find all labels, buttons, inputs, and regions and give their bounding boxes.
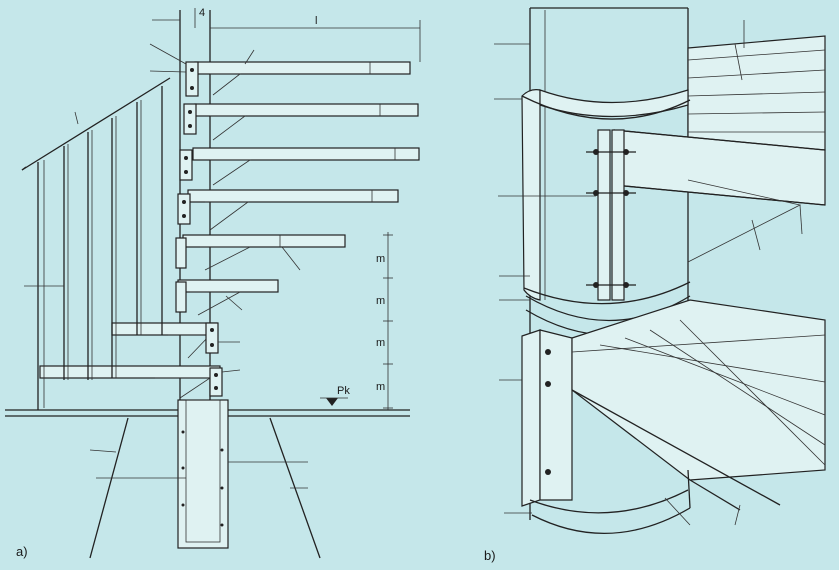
- callout-a-12: 1: [0, 0, 7, 3]
- lower-clamp: [521, 329, 573, 507]
- callout-a-2: 3: [0, 0, 7, 3]
- panel-a-caption: a): [16, 544, 28, 559]
- callout-a-7: 5: [0, 0, 7, 3]
- bottom-ring: [529, 469, 691, 534]
- callout-a-11: 7: [0, 0, 7, 3]
- panel-a-elevation: l 4 m m m m Pk: [0, 0, 421, 559]
- panel-b-detail: 1 10 2 3 5 4 1 2 2 1 2 5 b): [0, 0, 826, 563]
- dimension-m-4: m: [376, 381, 385, 393]
- callout-b-1: 1: [0, 0, 7, 3]
- level-mark: Pk: [320, 385, 350, 406]
- dimension-l-label: l: [315, 15, 317, 27]
- callout-a-3: 2: [0, 0, 7, 3]
- tread-beam: [613, 129, 826, 263]
- callout-b-7: 1: [0, 0, 7, 3]
- treads: [39, 61, 420, 379]
- dimension-m-1: m: [376, 253, 385, 265]
- dimension-m: m m m m: [376, 232, 393, 410]
- dimension-m-3: m: [376, 337, 385, 349]
- callout-b-12: 5: [0, 0, 7, 3]
- level-mark-label: Pk: [337, 385, 350, 397]
- callout-b-9: 2: [0, 0, 7, 3]
- dimension-m-2: m: [376, 295, 385, 307]
- tread-brackets: [155, 73, 252, 399]
- callout-b-6: 4: [0, 0, 7, 3]
- callout-a-1: 1: [0, 0, 7, 3]
- column-clamps: [175, 61, 223, 397]
- callout-a-10: 3: [0, 0, 7, 3]
- callout-b-8: 2: [0, 0, 7, 3]
- callout-a-5: 9: [0, 0, 7, 3]
- callout-a-8: 4: [0, 0, 7, 3]
- dimension-l: l 4: [194, 7, 421, 62]
- upper-tread-grating: [687, 35, 826, 151]
- callout-a-14: 7: [0, 0, 7, 3]
- callout-b-5: 5: [0, 0, 7, 3]
- callout-b-11: 2: [0, 0, 7, 3]
- panel-b-caption: b): [484, 548, 496, 563]
- railing: [21, 77, 171, 410]
- callout-b-3: 2: [0, 0, 7, 3]
- panel-a-leaders: [24, 19, 308, 489]
- callout-a-4: 5: [0, 0, 7, 3]
- panel-b-callouts: 1 10 2 3 5 4 1 2 2 1 2 5: [0, 0, 14, 3]
- callout-b-2: 10: [0, 0, 14, 3]
- callout-a-9: 2: [0, 0, 7, 3]
- foundation: [89, 399, 321, 559]
- panel-a-callouts: 1 3 2 5 9 8 5 4 2 3 7 1 6 7: [0, 0, 7, 3]
- callout-a-6: 8: [0, 0, 7, 3]
- callout-a-13: 6: [0, 0, 7, 3]
- dimension-top-tick-label: 4: [199, 7, 205, 19]
- upper-band: [521, 89, 691, 305]
- callout-b-10: 1: [0, 0, 7, 3]
- panel-b-leaders: [494, 20, 803, 526]
- callout-b-4: 3: [0, 0, 7, 3]
- lower-tread-grating: [571, 299, 826, 511]
- clamp-flange: [586, 129, 636, 301]
